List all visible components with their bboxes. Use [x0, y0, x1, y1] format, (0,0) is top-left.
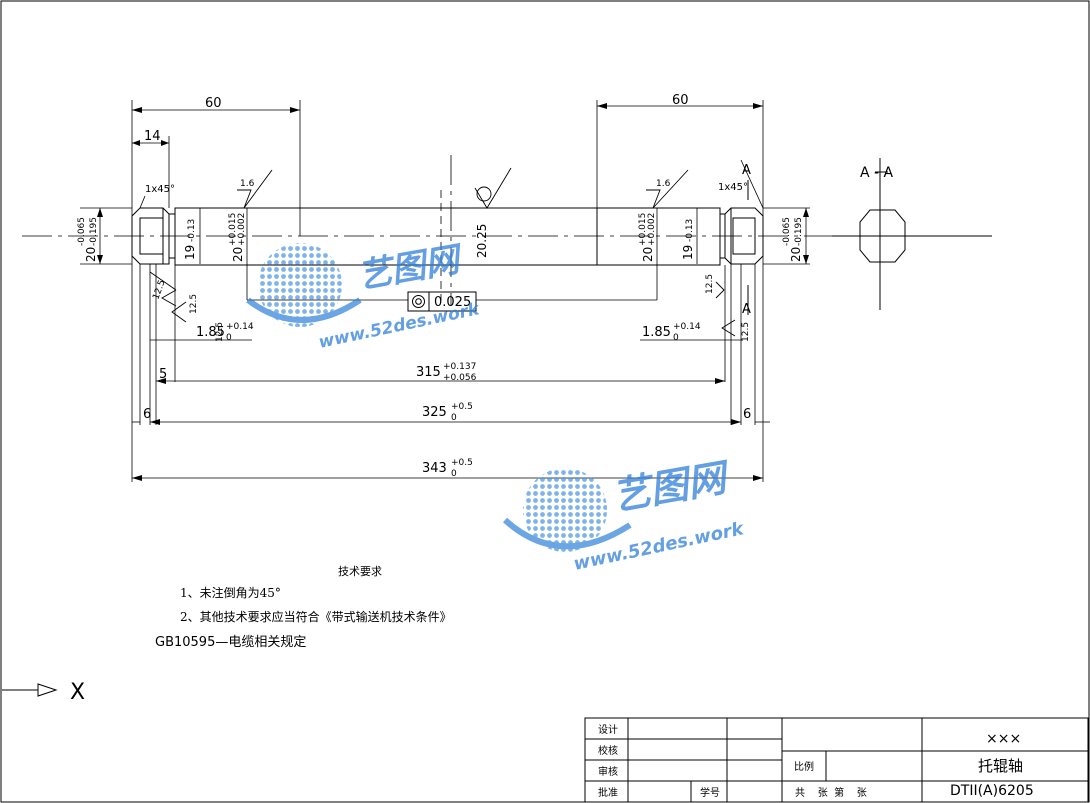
watermark-url-top: www.52des.work — [317, 299, 483, 353]
title-block-text: 设计 校核 审核 批准 学号 比例 ××× 托辊轴 DTII(A)6205 共 … — [598, 723, 1034, 799]
dia-bearing-right-lo: +0.002 — [647, 213, 657, 246]
section-view — [832, 158, 992, 310]
roughness-12-5-b: 12.5 — [189, 294, 199, 314]
dim-315-up: +0.137 — [443, 362, 476, 372]
groove-right: 1.85 — [642, 325, 671, 340]
dim-343-up: +0.5 — [451, 458, 473, 468]
dia-19-right: 19 — [681, 245, 695, 260]
tb-review: 审核 — [598, 765, 618, 778]
dia-bearing-left: 20 — [231, 247, 245, 262]
dim-325-up: +0.5 — [451, 402, 473, 412]
dim-60-left: 60 — [205, 96, 222, 111]
roughness-12-5-c: 12.5 — [215, 322, 225, 342]
tb-check: 校核 — [598, 744, 618, 757]
dia-end-left: 20 — [84, 247, 98, 262]
chamfer-right: 1x45° — [718, 182, 748, 193]
roughness-12-5-d: 12.5 — [705, 274, 715, 294]
section-title: A - A — [860, 165, 894, 181]
chamfer-left: 1x45° — [145, 184, 175, 195]
dia-center: 20.25 — [475, 224, 489, 258]
tb-sheets: 共 张 第 张 — [795, 786, 867, 799]
roughness-1-6-left: 1.6 — [240, 179, 255, 189]
dia-bearing-left-up: +0.015 — [228, 213, 238, 246]
surface-arrow-icon — [2, 683, 58, 697]
dim-325-lo: 0 — [451, 413, 457, 423]
dimension-labels: 60 60 14 1x45° 1x45° A A A - A 1.6 1.6 2… — [77, 93, 894, 479]
dim-315-lo: +0.056 — [443, 373, 477, 383]
dim-14: 14 — [144, 129, 161, 144]
dia-end-right: 20 — [789, 247, 803, 262]
watermark-brand-top: 艺图网 — [355, 239, 467, 297]
dim-315: 315 — [416, 365, 441, 380]
roughness-12-5-a: 12.5 — [151, 279, 167, 301]
groove-left-up: +0.14 — [226, 322, 254, 332]
arrowheads — [97, 103, 809, 481]
dia-19-left-tol: -0.13 — [187, 219, 197, 242]
dia-bearing-right: 20 — [641, 247, 655, 262]
dia-end-right-lo: -0.195 — [794, 217, 804, 246]
roughness-symbols — [149, 167, 736, 337]
notes-heading: 技术要求 — [338, 565, 382, 578]
tb-design: 设计 — [598, 723, 618, 736]
technical-notes: 技术要求 1、未注倒角为45° 2、其他技术要求应当符合《带式输送机技术条件》 … — [70, 565, 452, 705]
note-line-1: 1、未注倒角为45° — [180, 585, 281, 600]
dia-end-left-up: -0.065 — [77, 217, 87, 246]
dia-end-left-lo: -0.195 — [89, 217, 99, 246]
dimension-lines — [80, 100, 810, 482]
groove-left-lo: 0 — [226, 333, 232, 343]
dim-325: 325 — [422, 405, 447, 420]
dia-19-right-tol: -0.13 — [685, 219, 695, 242]
groove-left: 1.85 — [196, 325, 225, 340]
tb-scale: 比例 — [794, 760, 814, 773]
tb-company: ××× — [986, 731, 1021, 747]
tolerance-frame — [407, 291, 477, 312]
note-line-2: 2、其他技术要求应当符合《带式输送机技术条件》 — [180, 609, 452, 624]
tb-drawing-no: DTII(A)6205 — [950, 783, 1034, 799]
dim-6-left: 6 — [143, 407, 151, 422]
tb-sheet-no: 学号 — [700, 786, 720, 799]
dia-19-left: 19 — [183, 245, 197, 260]
dim-343-lo: 0 — [451, 469, 457, 479]
dia-bearing-left-lo: +0.002 — [237, 213, 247, 246]
dim-6-right: 6 — [743, 407, 751, 422]
center-lines — [22, 155, 840, 305]
dia-bearing-right-up: +0.015 — [638, 213, 648, 246]
tb-part-name: 托辊轴 — [978, 757, 1023, 775]
title-block — [584, 717, 1089, 803]
tb-approve: 批准 — [598, 786, 618, 799]
tolerance-value: 0.025 — [434, 295, 471, 310]
watermark-brand-bottom: 艺图网 — [609, 455, 734, 519]
dim-5: 5 — [159, 367, 167, 382]
section-mark-bottom: A — [742, 302, 751, 317]
roughness-1-6-right: 1.6 — [656, 179, 671, 189]
dim-343: 343 — [422, 461, 447, 476]
watermark-bottom — [502, 468, 632, 552]
dim-60-right: 60 — [672, 93, 689, 108]
groove-right-lo: 0 — [673, 333, 679, 343]
note-line-3: GB10595—电缆相关规定 — [155, 634, 306, 650]
surface-mark: X — [70, 680, 85, 705]
watermark-top — [246, 243, 362, 327]
roughness-12-5-e: 12.5 — [741, 322, 751, 342]
dia-end-right-up: -0.065 — [782, 217, 792, 246]
section-mark-top: A — [742, 163, 751, 178]
groove-right-up: +0.14 — [673, 322, 701, 332]
roughness-circle-icon — [476, 186, 492, 202]
